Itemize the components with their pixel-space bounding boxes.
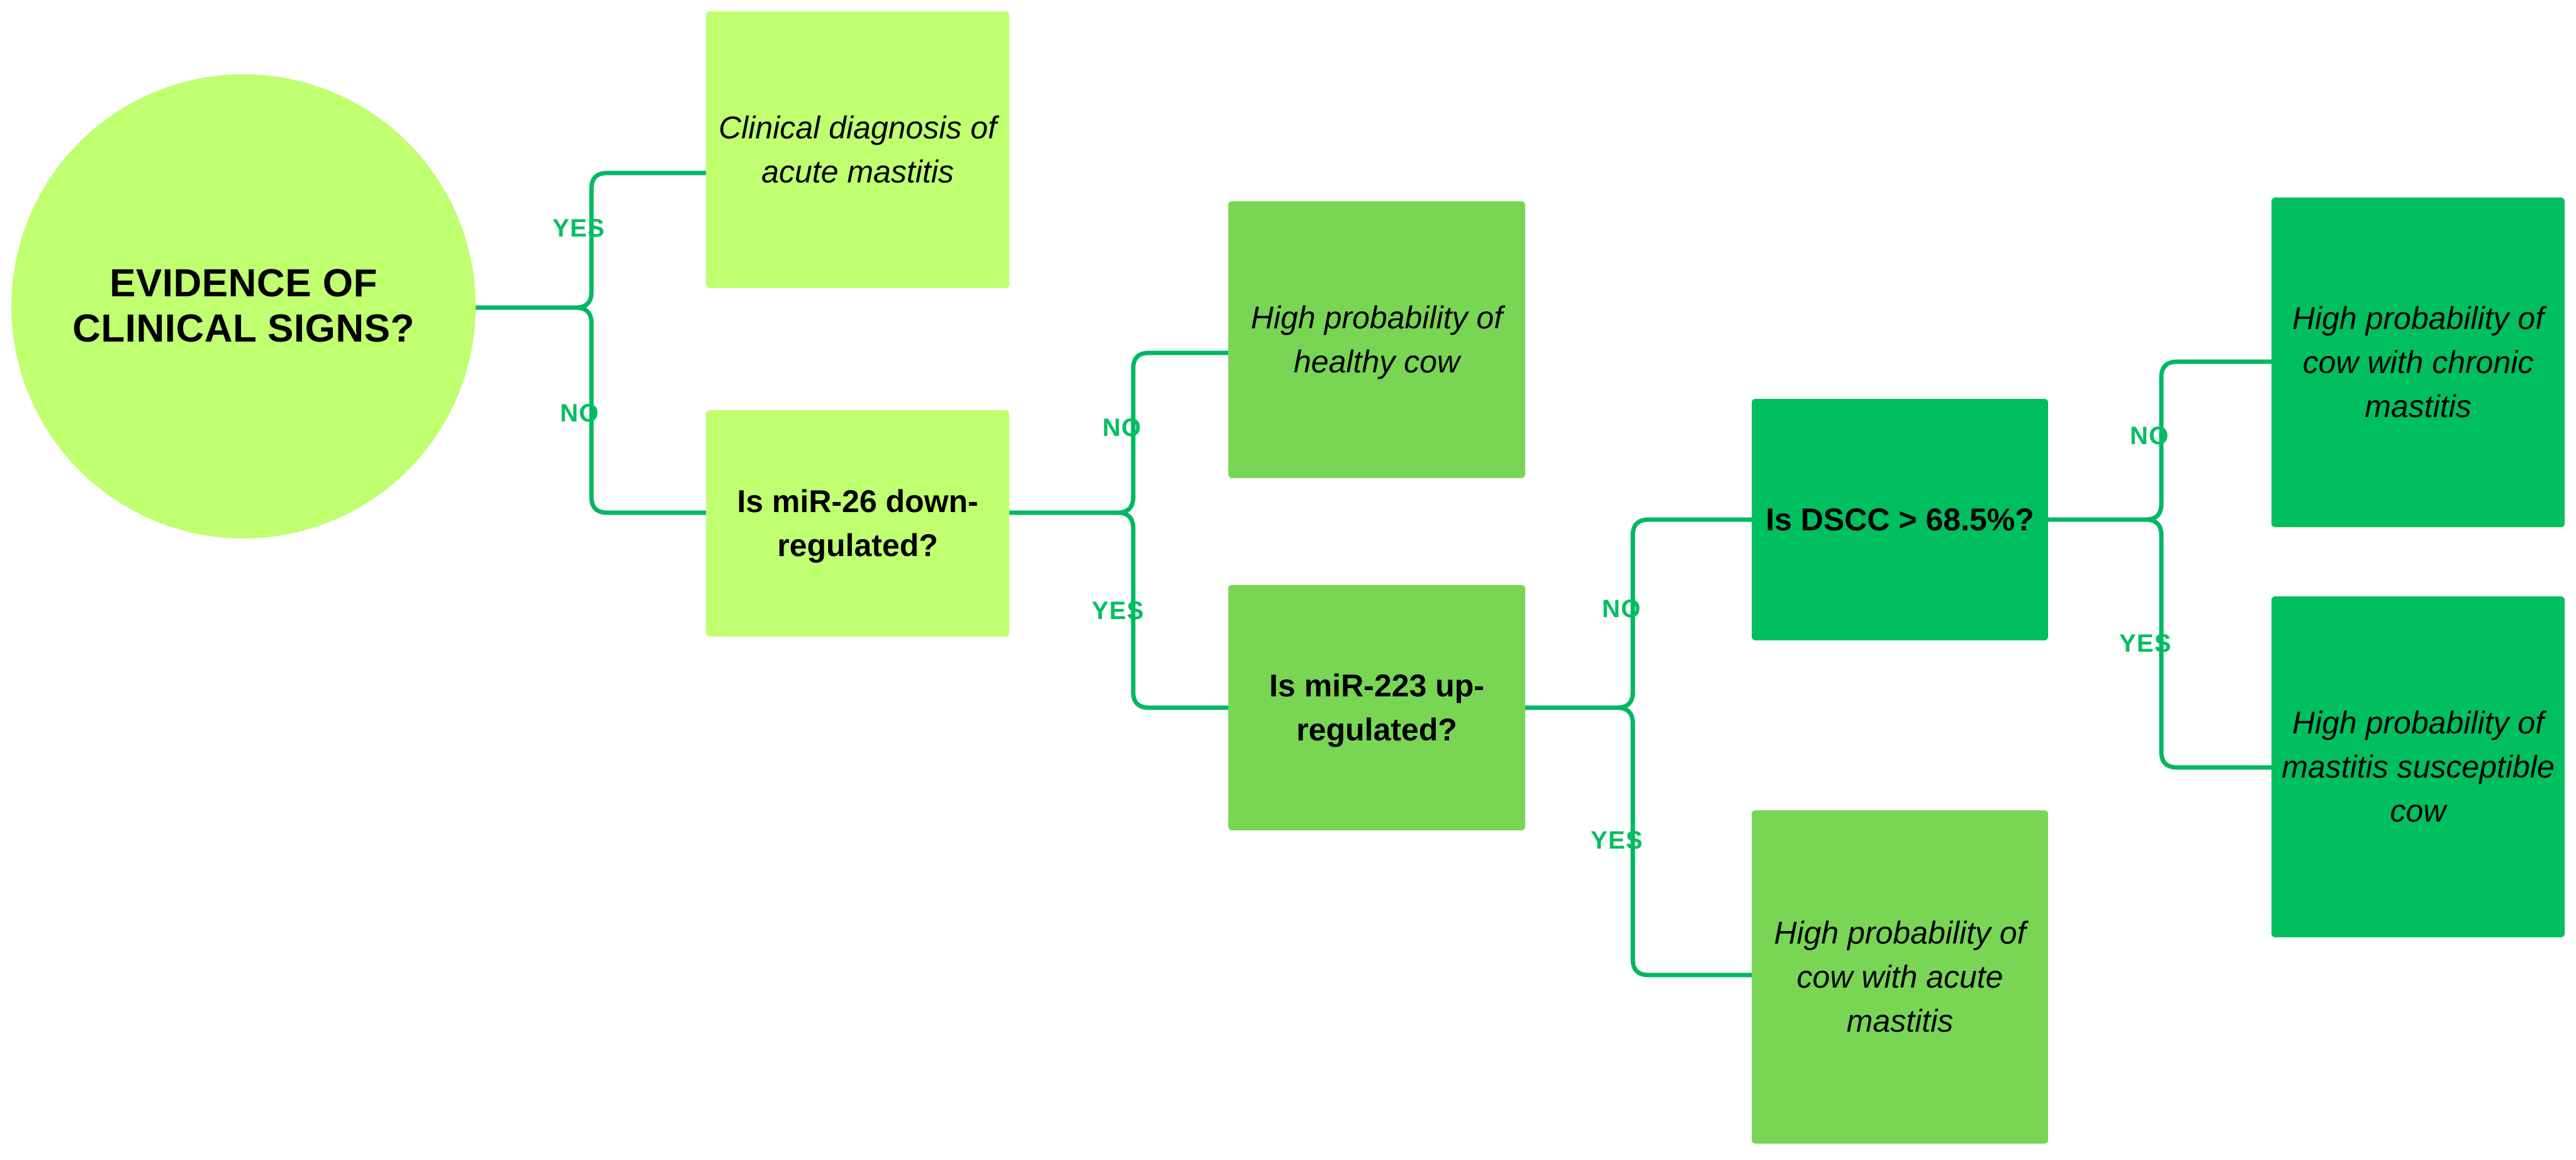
- edge-label-mir26-no: NO: [1102, 414, 1142, 442]
- node-label-mir26: Is miR-26 down-regulated?: [737, 484, 978, 563]
- edge-label-root-no: NO: [560, 399, 600, 427]
- node-label-clinical-dx: Clinical diagnosis of acute mastitis: [719, 110, 997, 189]
- node-is-mir-26-down-regulated[interactable]: Is miR-26 down-regulated?: [706, 410, 1009, 637]
- node-label-healthy-cow: High probability of healthy cow: [1250, 300, 1503, 379]
- node-high-probability-of-healthy-cow[interactable]: High probability of healthy cow: [1228, 201, 1525, 478]
- node-label-mir223: Is miR-223 up-regulated?: [1269, 668, 1484, 747]
- node-label-acute-mastitis: High probability of cow with acute masti…: [1774, 915, 2026, 1039]
- node-clinical-diagnosis-of-acute-mastitis[interactable]: Clinical diagnosis of acute mastitis: [706, 11, 1009, 288]
- edge-label-root-yes: YES: [552, 215, 605, 242]
- node-high-probability-of-cow-with-chronic-mastitis[interactable]: High probability of cow with chronic mas…: [2271, 198, 2565, 527]
- node-label-chronic-mastitis: High probability of cow with chronic mas…: [2292, 301, 2545, 424]
- node-is-dscc-greater-than-68-5-percent[interactable]: Is DSCC > 68.5%?: [1752, 399, 2048, 640]
- node-label-root: EVIDENCE OF CLINICAL SIGNS?: [72, 262, 415, 350]
- node-label-susceptible-cow: High probability of mastitis susceptible…: [2282, 705, 2555, 828]
- edge-label-mir26-yes: YES: [1092, 597, 1145, 625]
- edge-label-mir223-yes: YES: [1591, 827, 1644, 854]
- node-is-mir-223-up-regulated[interactable]: Is miR-223 up-regulated?: [1228, 585, 1525, 830]
- node-label-dscc: Is DSCC > 68.5%?: [1766, 502, 2034, 537]
- node-high-probability-of-cow-with-acute-mastitis[interactable]: High probability of cow with acute masti…: [1752, 810, 2048, 1144]
- edge-label-dscc-yes: YES: [2119, 630, 2172, 657]
- edge-label-dscc-no: NO: [2130, 422, 2170, 450]
- edge-label-mir223-no: NO: [1602, 595, 1642, 623]
- node-evidence-of-clinical-signs[interactable]: EVIDENCE OF CLINICAL SIGNS?: [11, 74, 476, 538]
- node-high-probability-of-mastitis-susceptible-cow[interactable]: High probability of mastitis susceptible…: [2271, 596, 2565, 937]
